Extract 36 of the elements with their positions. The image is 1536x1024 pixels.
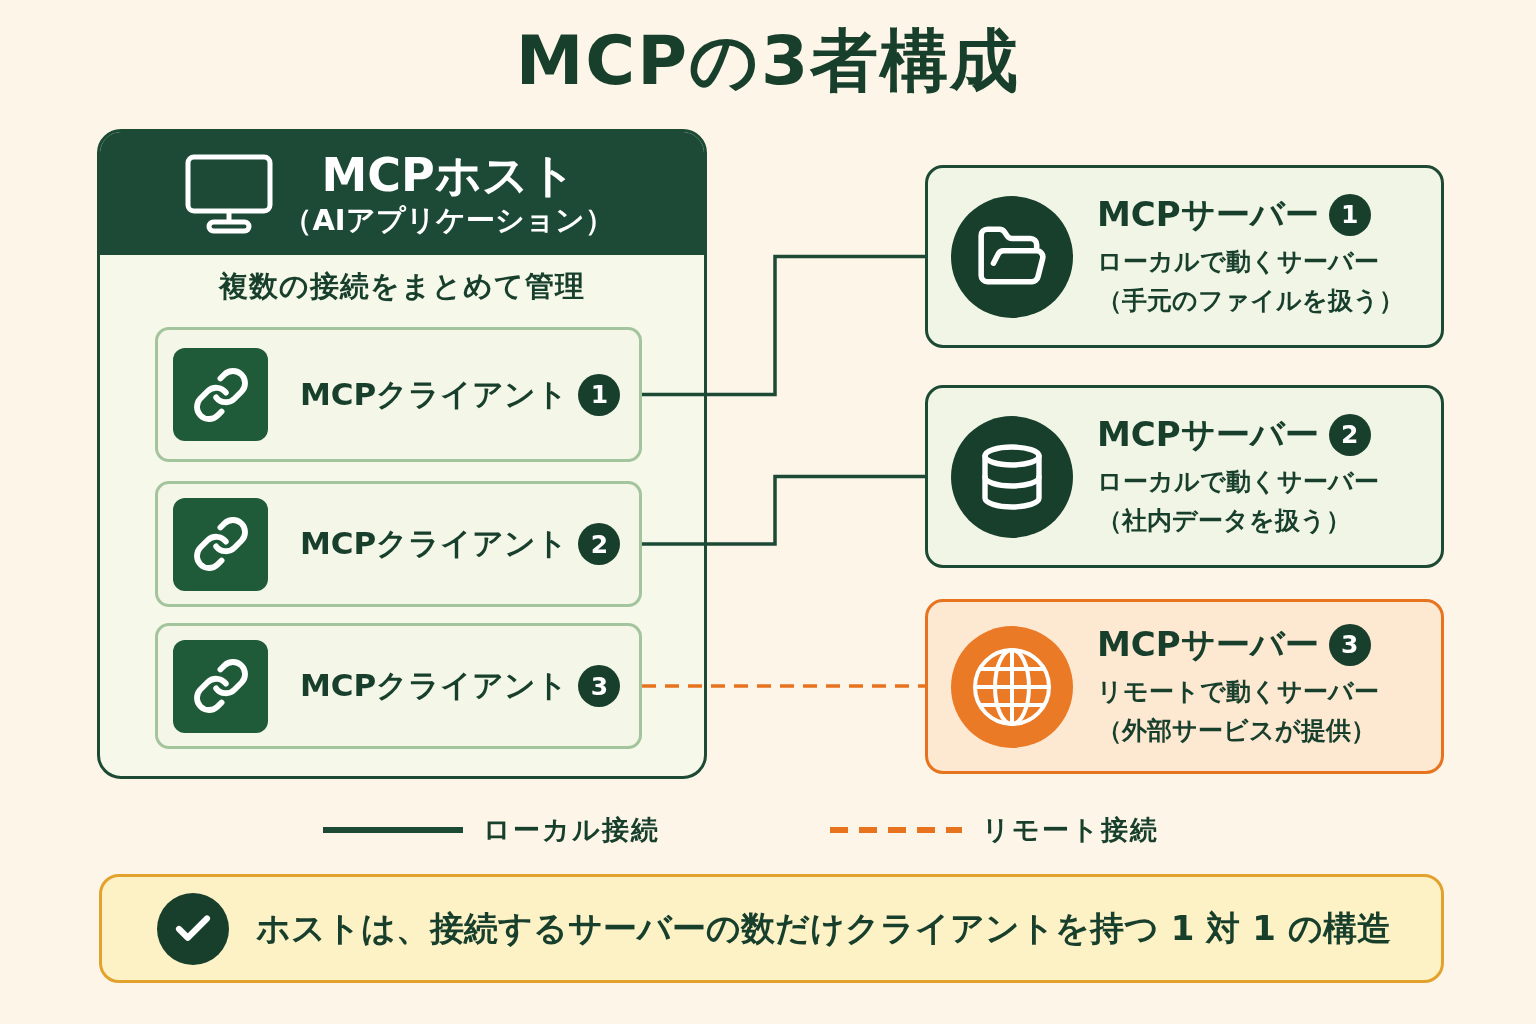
legend-label: ローカル接続 [483, 813, 660, 848]
server-box [925, 385, 1444, 568]
connector-line [642, 254, 925, 397]
host-description: 複数の接続をまとめて管理 [219, 268, 585, 305]
client-box [155, 327, 642, 462]
host-subtitle: （AIアプリケーション） [283, 201, 614, 239]
server-description: （手元のファイルを扱う） [1097, 284, 1404, 317]
circled-number: 2 [578, 523, 621, 565]
note-banner [99, 874, 1444, 983]
legend-label: リモート接続 [982, 813, 1159, 848]
note-text: ホストは、接続するサーバーの数だけクライアントを持つ 1 対 1 の構造 [256, 907, 1391, 951]
connector-line [642, 474, 925, 546]
client-label: MCPクライアント [300, 667, 569, 705]
circled-number: 1 [578, 373, 621, 416]
server-box [925, 599, 1444, 774]
server-title: MCPサーバー [1097, 413, 1319, 456]
server-description: ローカルで動くサーバー [1097, 245, 1379, 278]
dashed-connector-line [642, 684, 925, 688]
host-panel [97, 129, 707, 779]
server-title: MCPサーバー [1097, 193, 1319, 236]
server-description: リモートで動くサーバー [1097, 675, 1379, 708]
server-description: （外部サービスが提供） [1097, 714, 1376, 747]
host-title: MCPホスト [321, 148, 576, 202]
server-description: （社内データを扱う） [1097, 504, 1351, 537]
client-label: MCPクライアント [300, 375, 569, 414]
circled-number: 3 [578, 665, 621, 707]
diagram-title: MCPの3者構成 [515, 20, 1021, 102]
circled-number: 2 [1328, 413, 1371, 456]
server-title: MCPサーバー [1097, 623, 1319, 666]
circled-number: 1 [1328, 193, 1371, 236]
circled-number: 3 [1328, 623, 1371, 666]
client-box [155, 481, 642, 607]
server-box [925, 165, 1444, 348]
server-description: ローカルで動くサーバー [1097, 465, 1379, 498]
client-label: MCPクライアント [300, 525, 569, 563]
client-box [155, 623, 642, 749]
